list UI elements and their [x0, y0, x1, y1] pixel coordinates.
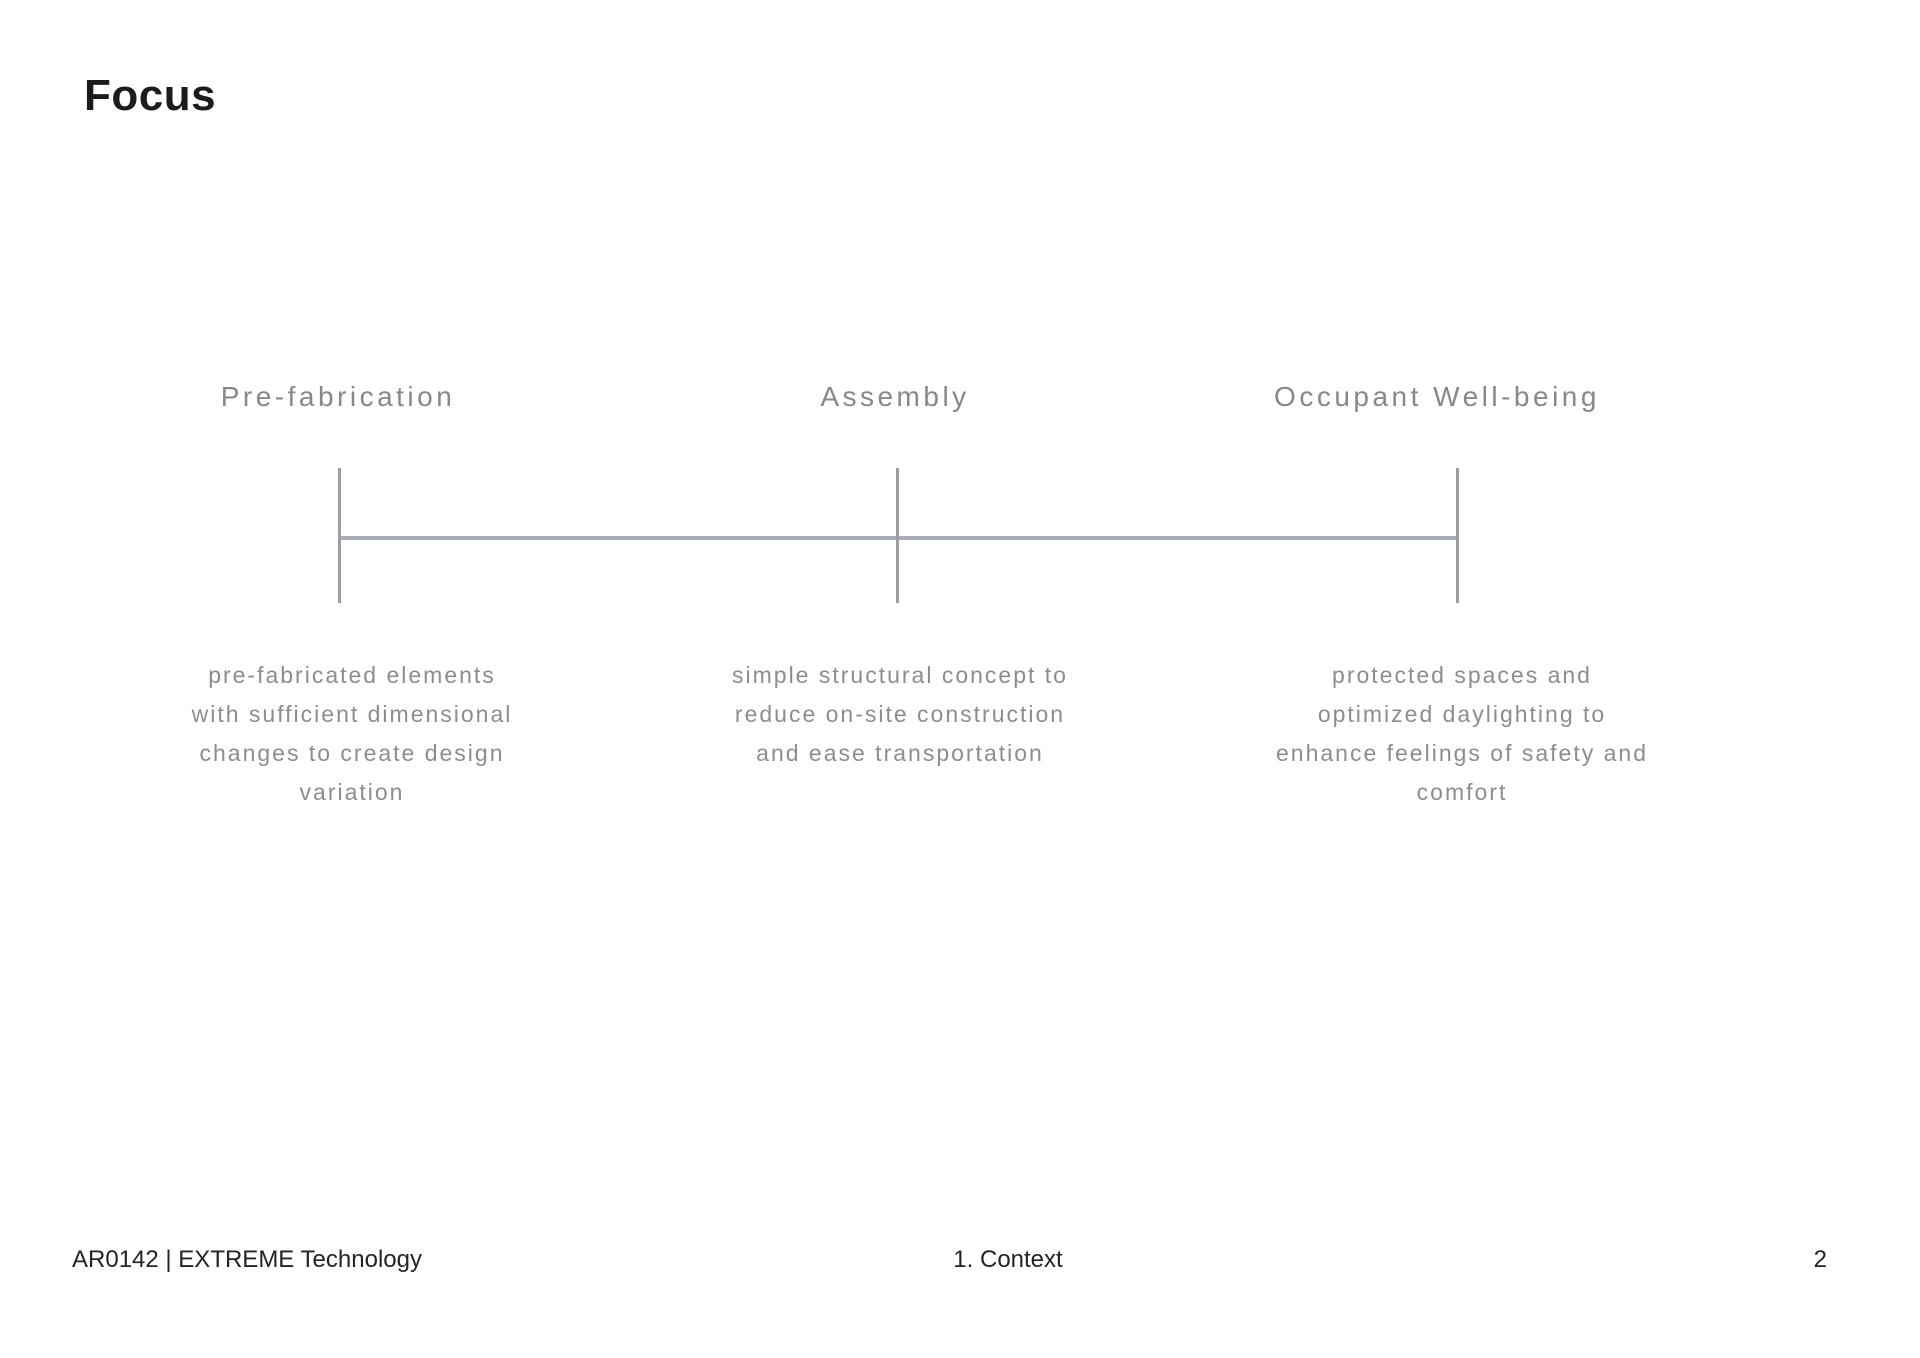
footer-section-label: 1. Context — [953, 1246, 1063, 1273]
column-heading-occupant-well-being: Occupant Well-being — [1274, 381, 1600, 412]
column-heading-prefabrication: Pre-fabrication — [220, 381, 456, 412]
timeline-axis-line — [340, 536, 1458, 540]
footer-course-code: AR0142 | EXTREME Technology — [72, 1246, 422, 1273]
slide-title: Focus — [84, 71, 217, 120]
timeline-tick-occupant-well-being — [1456, 468, 1459, 603]
timeline-tick-assembly — [896, 468, 899, 603]
column-heading-assembly: Assembly — [820, 381, 970, 412]
footer-page-number: 2 — [1813, 1246, 1827, 1273]
timeline-tick-prefabrication — [338, 468, 341, 603]
